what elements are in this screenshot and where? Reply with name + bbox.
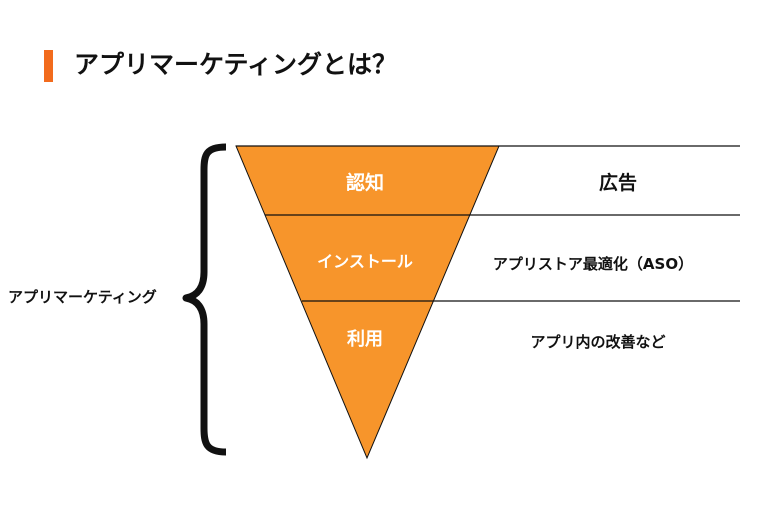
stage-desc-install: アプリストア最適化（ASO） <box>492 255 694 273</box>
title-accent-bar <box>44 50 53 82</box>
brace-label: アプリマーケティング <box>8 288 157 306</box>
stage-label-install: インストール <box>317 252 413 271</box>
stage-label-awareness: 認知 <box>345 172 384 194</box>
stage-desc-awareness: 広告 <box>598 172 637 194</box>
stage-desc-usage: アプリ内の改善など <box>530 333 666 351</box>
page-title: アプリマーケティングとは？ <box>74 50 398 79</box>
curly-brace <box>182 143 227 456</box>
stage-label-usage: 利用 <box>347 329 383 350</box>
